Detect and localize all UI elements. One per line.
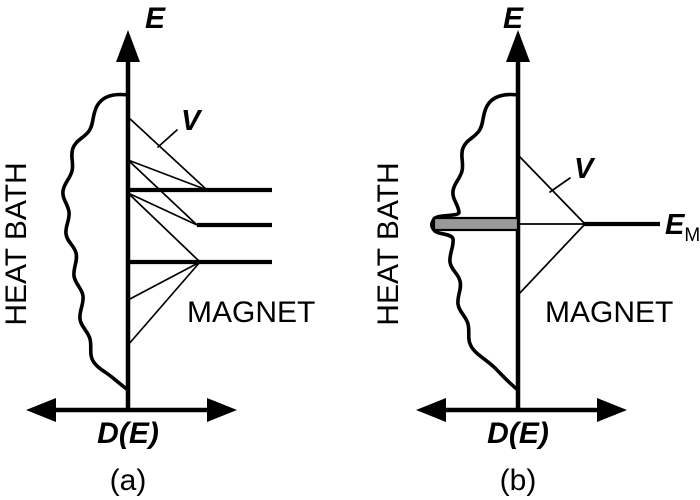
- vertical-axis-label-b: E: [503, 2, 524, 35]
- horizontal-axis-left-arrowhead-b: [416, 398, 446, 422]
- horizontal-axis-right-arrowhead-a: [207, 398, 237, 422]
- heat-bath-label-a: HEAT BATH: [0, 162, 33, 325]
- panel-b: E V MAGNET EM D(E) HEAT BATH (b): [372, 2, 700, 497]
- magnet-label-a: MAGNET: [187, 296, 315, 329]
- magnet-level-label-base-b: E: [665, 209, 686, 241]
- coupling-chevron-4-a: [127, 261, 201, 301]
- panel-caption-b: (b): [500, 464, 537, 497]
- vertical-axis-label-a: E: [145, 2, 166, 35]
- coupling-chevron-lower-b: [517, 223, 586, 296]
- panel-a: E V MAGNET D(E) HEAT BATH (a): [0, 2, 315, 497]
- panel-caption-a: (a): [110, 464, 147, 497]
- coupling-chevron-5-a: [127, 261, 201, 346]
- dos-curve-b: [429, 92, 520, 392]
- coupling-chevron-2b-a: [127, 192, 198, 226]
- coupling-chevron-1-a: [127, 116, 208, 191]
- magnet-label-b: MAGNET: [545, 296, 673, 329]
- coupling-label-a: V: [181, 105, 203, 137]
- resonant-band-b: [432, 216, 520, 232]
- coupling-chevron-2-a: [127, 159, 198, 226]
- coupling-chevron-3-a: [127, 192, 201, 263]
- horizontal-axis-label-a: D(E): [97, 417, 159, 450]
- horizontal-axis-right-arrowhead-b: [597, 398, 627, 422]
- coupling-label-leader-b: [549, 177, 571, 193]
- coupling-chevron-1b-a: [127, 159, 208, 191]
- dos-curve-a: [61, 92, 130, 392]
- coupling-label-b: V: [574, 153, 596, 185]
- coupling-label-leader-a: [157, 129, 178, 148]
- horizontal-axis-label-b: D(E): [487, 417, 549, 450]
- vertical-axis-arrowhead-a: [116, 30, 140, 62]
- magnet-level-label-b: EM: [665, 209, 700, 246]
- magnet-level-label-sub-b: M: [684, 225, 700, 246]
- horizontal-axis-left-arrowhead-a: [26, 398, 56, 422]
- vertical-axis-arrowhead-b: [506, 30, 530, 62]
- heat-bath-label-b: HEAT BATH: [372, 162, 405, 325]
- coupling-chevron-upper-b: [517, 154, 586, 225]
